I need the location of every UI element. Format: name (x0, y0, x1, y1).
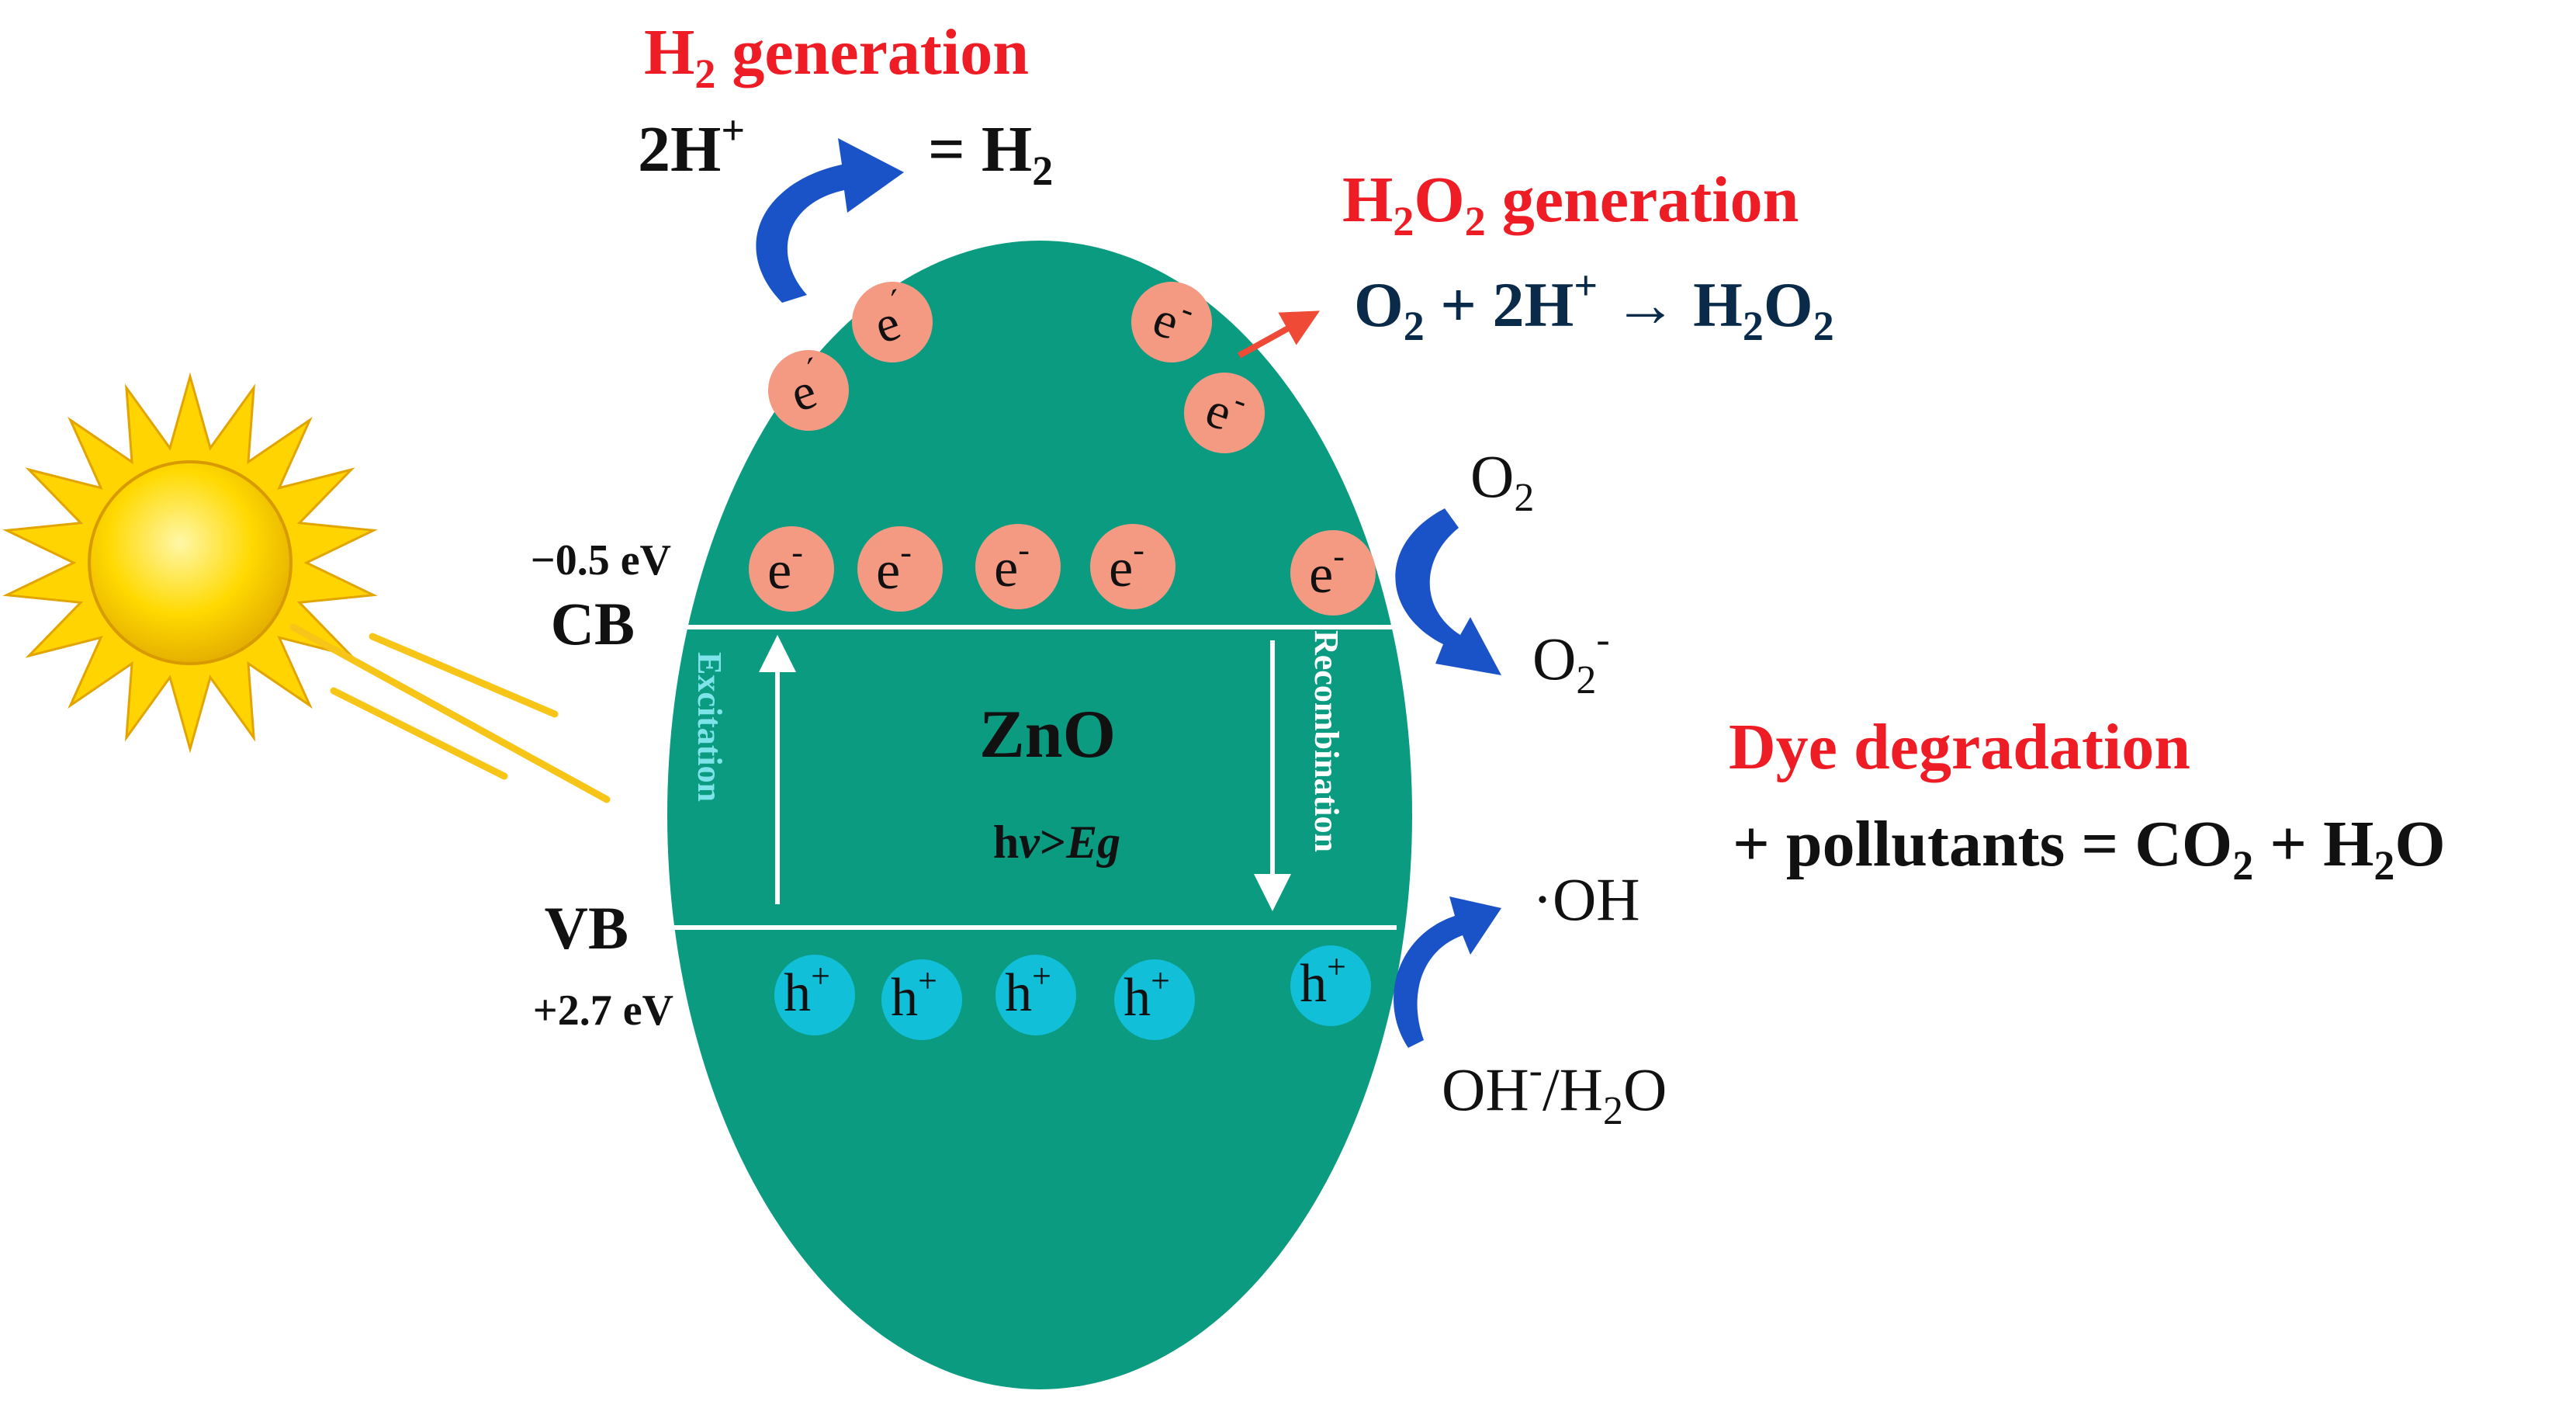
hydroxyl-source-label: OH-/H2O (1442, 1049, 1667, 1133)
svg-text:h+: h+ (784, 957, 830, 1023)
electron: e- (857, 526, 943, 612)
svg-text:h+: h+ (1300, 948, 1346, 1014)
hole: h+ (881, 959, 962, 1040)
particle-label: ZnO (979, 697, 1116, 772)
dye-degradation-equation: + pollutants = CO2 + H2O (1733, 808, 2446, 889)
svg-text:e-: e- (767, 533, 803, 601)
hole: h+ (774, 955, 855, 1035)
h2o2-equation: O2 + 2H+ → H2O2 (1354, 262, 1834, 349)
svg-text:h+: h+ (891, 962, 937, 1028)
svg-text:h+: h+ (1124, 962, 1170, 1028)
superoxide-label: O2- (1532, 618, 1610, 702)
excited-electrons: e´ e´ e- e- (768, 282, 1265, 453)
h2-equation-lhs: 2H+ (638, 107, 745, 186)
oxygen-reduction-arrow (1395, 508, 1501, 675)
dye-degradation-title: Dye degradation (1729, 711, 2190, 783)
electron: e- (1131, 282, 1212, 362)
electron: e- (975, 524, 1061, 609)
vb-energy-label: +2.7 eV (533, 987, 673, 1035)
cb-label: CB (551, 590, 635, 657)
h2o2-generation-title: H2O2 generation (1342, 164, 1799, 244)
recombination-label: Recombination (1307, 630, 1345, 852)
sun-icon (2, 372, 378, 754)
hole: h+ (995, 955, 1076, 1035)
electron: e´ (852, 282, 933, 362)
hole: h+ (1114, 959, 1195, 1040)
hydroxyl-oxidation-arrow (1394, 896, 1501, 1048)
svg-text:e-: e- (1109, 531, 1144, 598)
vb-holes: h+ h+ h+ h+ h+ (774, 945, 1371, 1040)
svg-text:e-: e- (994, 531, 1030, 598)
cb-electrons: e- e- e- e- e- (749, 524, 1376, 616)
electron: e´ (768, 350, 849, 431)
electron: e- (1184, 373, 1265, 453)
svg-text:h+: h+ (1005, 957, 1051, 1023)
excitation-label: Excitation (691, 652, 729, 802)
electron: e- (1090, 524, 1175, 609)
electron: e- (749, 526, 834, 612)
electron: e- (1290, 530, 1376, 616)
vb-label: VB (545, 894, 628, 962)
oxygen-label: O2 (1470, 442, 1534, 520)
h2-generation-title: H2 generation (644, 16, 1029, 97)
svg-text:e-: e- (876, 533, 912, 601)
electron-to-h2o2-arrow (1238, 310, 1320, 359)
hole: h+ (1290, 945, 1371, 1026)
cb-energy-label: −0.5 eV (531, 536, 671, 584)
hydroxyl-radical-label: ·OH (1532, 865, 1640, 933)
svg-text:e-: e- (1309, 537, 1345, 605)
zno-particle (667, 241, 1412, 1389)
light-rays-icon (289, 623, 611, 803)
h2-equation-rhs: = H2 (928, 113, 1053, 194)
h2-curved-arrow (756, 138, 904, 303)
excitation-condition: hν>Eg (993, 817, 1120, 868)
